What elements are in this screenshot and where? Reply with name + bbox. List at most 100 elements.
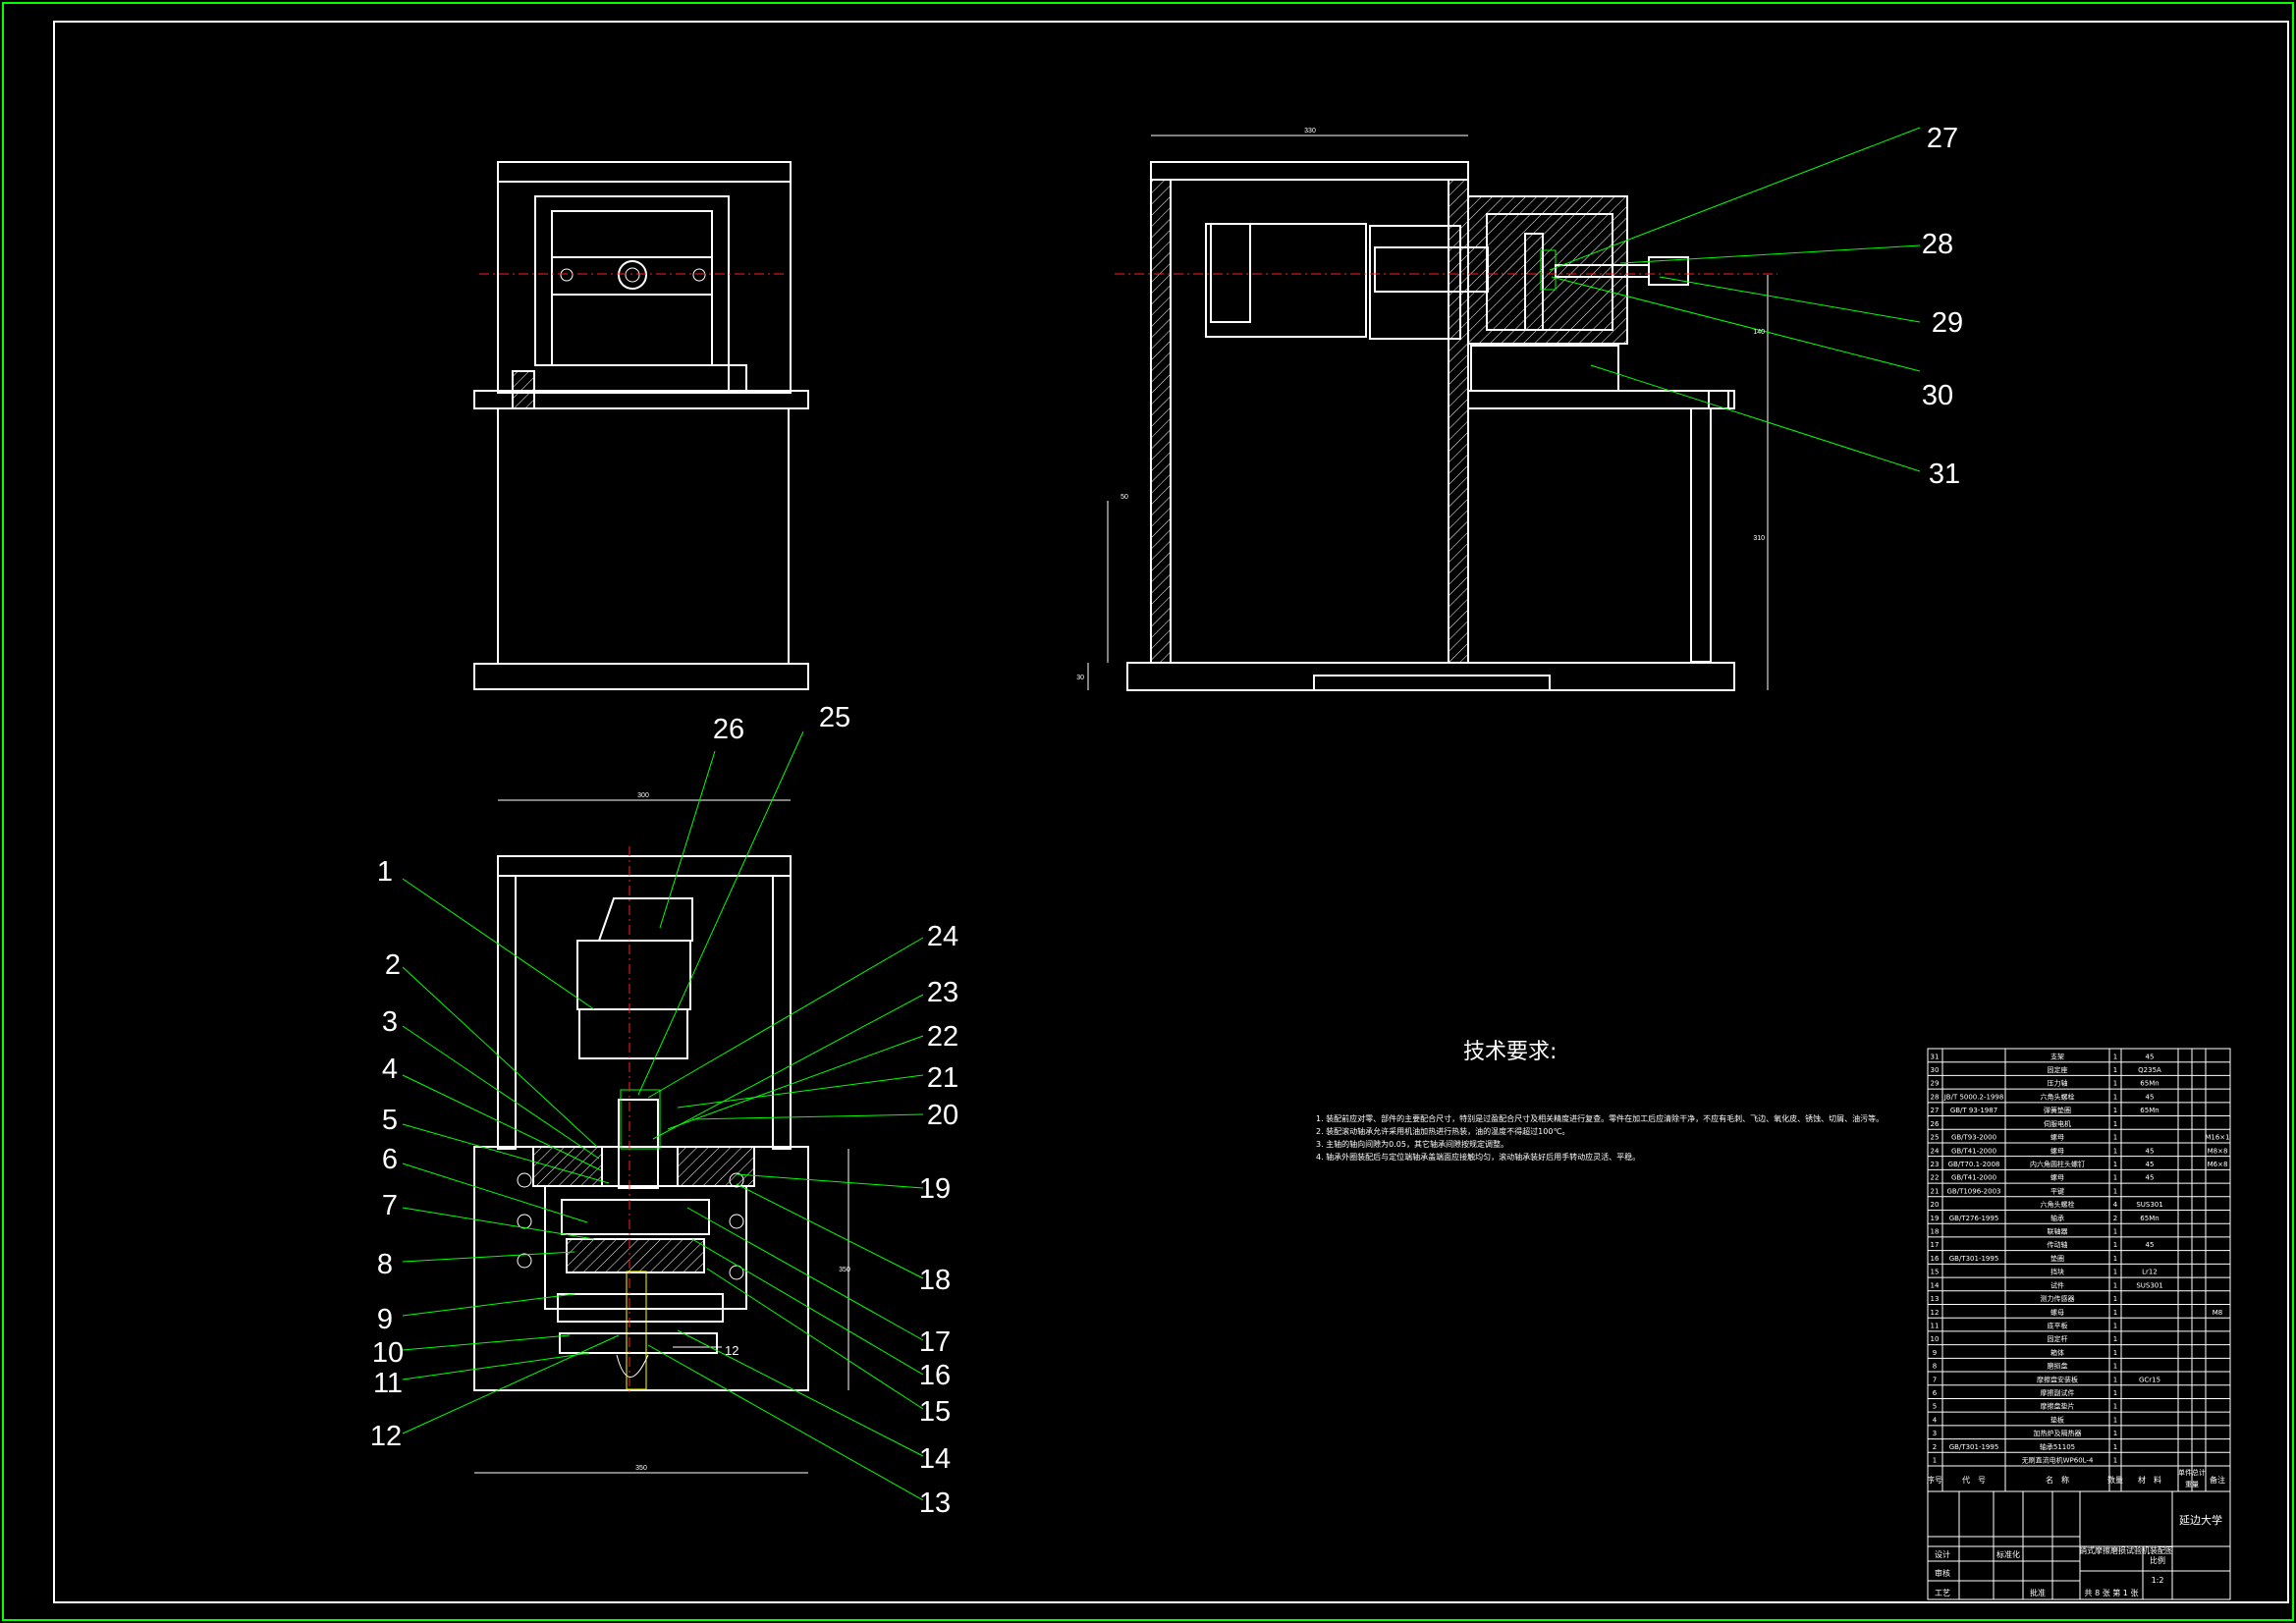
bom-cell-qty: 1	[2113, 1255, 2117, 1263]
bom-cell-name: 磨损盘	[2048, 1362, 2068, 1371]
callout-1: 1	[377, 856, 393, 888]
bom-cell-qty: 1	[2113, 1093, 2117, 1101]
callout-labels: 1 2 3 4 5 6 7 8 9 10 11 12 13 14 15 16 1…	[370, 123, 1963, 1519]
bom-cell-name: 平键	[2050, 1186, 2064, 1195]
bom-cell-no: 21	[1931, 1187, 1940, 1195]
bom-cell-no: 15	[1931, 1269, 1940, 1276]
bom-cell-qty: 1	[2113, 1335, 2117, 1343]
bom-cell-name: 摩擦副试件	[2041, 1388, 2075, 1397]
bom-cell-material: 45	[2146, 1241, 2155, 1249]
bom-cell-qty: 4	[2113, 1201, 2118, 1209]
bom-cell-name: 内六角圆柱头螺钉	[2030, 1160, 2085, 1168]
callout-29: 29	[1932, 307, 1963, 339]
dim-side-width: 330	[1304, 128, 1316, 135]
callout-25: 25	[819, 702, 850, 733]
bom-cell-name: 底平板	[2048, 1321, 2068, 1329]
callout-21: 21	[927, 1062, 958, 1094]
bom-cell-qty: 1	[2113, 1295, 2117, 1303]
bom-cell-material: Q235A	[2138, 1066, 2161, 1074]
bom-cell-no: 23	[1931, 1161, 1940, 1168]
bom-cell-name: 固定杆	[2048, 1334, 2068, 1343]
bom-cell-no: 28	[1931, 1093, 1940, 1101]
bom-cell-material: 45	[2146, 1147, 2155, 1155]
bom-cell-name: 螺母	[2050, 1173, 2064, 1182]
bom-cell-name: 联轴器	[2048, 1227, 2068, 1236]
bom-cell-qty: 1	[2113, 1416, 2117, 1424]
dim-small-12: 12	[725, 1343, 738, 1358]
callout-4: 4	[382, 1054, 398, 1085]
title-drawing-name: 销式摩擦磨损试验机装配图	[2079, 1545, 2173, 1555]
bom-cell-name: 箱体	[2050, 1348, 2064, 1357]
bom-cell-qty: 1	[2113, 1309, 2117, 1317]
bom-cell-no: 6	[1933, 1389, 1938, 1397]
title-design-label: 设计	[1935, 1549, 1950, 1559]
bom-cell-name: 六角头螺栓	[2041, 1092, 2075, 1101]
side-view	[1115, 161, 1777, 691]
title-scale: 1:2	[2152, 1576, 2164, 1585]
title-scale-label: 比例	[2150, 1555, 2165, 1565]
bom-cell-material: 65Mn	[2140, 1080, 2159, 1088]
bom-header-qty: 数量	[2107, 1475, 2123, 1485]
dim-side-h1: 140	[1753, 329, 1765, 336]
bom-cell-name: 伺服电机	[2044, 1119, 2071, 1128]
bom-cell-qty: 1	[2113, 1241, 2117, 1249]
bom-cell-name: 六角头螺栓	[2041, 1200, 2075, 1209]
bom-cell-qty: 1	[2113, 1107, 2117, 1114]
dim-side-h2: 310	[1753, 535, 1765, 542]
callout-18: 18	[919, 1265, 951, 1296]
bom-cell-name: 弹簧垫圈	[2044, 1106, 2071, 1114]
bom-cell-material: SUS301	[2136, 1281, 2162, 1289]
bom-cell-qty: 1	[2113, 1080, 2117, 1088]
callout-8: 8	[377, 1249, 393, 1280]
bom-cell-name: 螺母	[2050, 1133, 2064, 1142]
callout-17: 17	[919, 1326, 951, 1358]
tech-line-3: 3. 主轴的轴向间隙为0.05，其它轴承间隙按规定调整。	[1316, 1139, 1508, 1149]
bom-cell-no: 8	[1933, 1363, 1937, 1371]
callout-16: 16	[919, 1360, 951, 1391]
bom-cell-material: 45	[2146, 1174, 2155, 1182]
callout-6: 6	[382, 1144, 398, 1175]
bom-cell-qty: 1	[2113, 1147, 2117, 1155]
bom-header-no: 序号	[1927, 1475, 1942, 1485]
bom-cell-no: 16	[1931, 1255, 1940, 1263]
callout-2: 2	[385, 949, 401, 981]
bom-cell-no: 25	[1931, 1134, 1940, 1142]
bom-cell-name: 垫板	[2050, 1415, 2064, 1424]
bom-cell-no: 27	[1931, 1107, 1940, 1114]
dim-top-width: 300	[637, 792, 649, 799]
callout-3: 3	[382, 1006, 398, 1038]
dim-bottom-width: 350	[635, 1465, 647, 1472]
bom-cell-qty: 1	[2113, 1269, 2117, 1276]
callout-31: 31	[1929, 459, 1960, 490]
bom-header-name: 名 称	[2046, 1475, 2069, 1485]
callout-14: 14	[919, 1443, 951, 1475]
bom-cell-code: GB/T301-1995	[1949, 1443, 1999, 1451]
callout-13: 13	[919, 1488, 951, 1519]
callout-28: 28	[1922, 229, 1953, 260]
bom-cell-code: JB/T 5000.2-1998	[1943, 1093, 2004, 1101]
tech-line-2: 2. 装配滚动轴承允许采用机油加热进行热装，油的温度不得超过100℃。	[1316, 1126, 1569, 1136]
leader-lines	[402, 127, 1921, 1501]
title-block: 延边大学 销式摩擦磨损试验机装配图 比例 1:2 共 8 张 第 1 张 设计 …	[1927, 1490, 2231, 1600]
bom-cell-qty: 1	[2113, 1228, 2117, 1236]
callout-30: 30	[1922, 380, 1953, 411]
bom-cell-name: 螺母	[2050, 1308, 2064, 1317]
callout-23: 23	[927, 977, 958, 1008]
bom-cell-qty: 1	[2113, 1053, 2117, 1060]
bom-cell-name: 支架	[2050, 1052, 2064, 1060]
bom-cell-no: 12	[1931, 1309, 1940, 1317]
bom-cell-name: 垫圈	[2050, 1254, 2064, 1263]
dimension-values: 300 350 350 330 140 310 50 30 12	[635, 128, 1765, 1472]
bom-cell-name: 轴承51105	[2040, 1442, 2075, 1451]
bom-cell-qty: 1	[2113, 1376, 2117, 1383]
bom-cell-name: 试件	[2050, 1280, 2064, 1289]
bom-cell-code: GB/T301-1995	[1949, 1255, 1999, 1263]
tech-line-1: 1. 装配前应对零、部件的主要配合尺寸，特别是过盈配合尺寸及相关精度进行复查。零…	[1316, 1113, 1884, 1123]
bom-cell-code: GB/T276-1995	[1949, 1215, 1999, 1222]
bom-header-code: 代 号	[1962, 1475, 1986, 1485]
bom-header-weight: 重量	[2185, 1481, 2199, 1488]
title-std-label: 标准化	[1996, 1549, 2020, 1559]
bom-cell-qty: 1	[2113, 1430, 2117, 1437]
callout-10: 10	[372, 1337, 404, 1369]
